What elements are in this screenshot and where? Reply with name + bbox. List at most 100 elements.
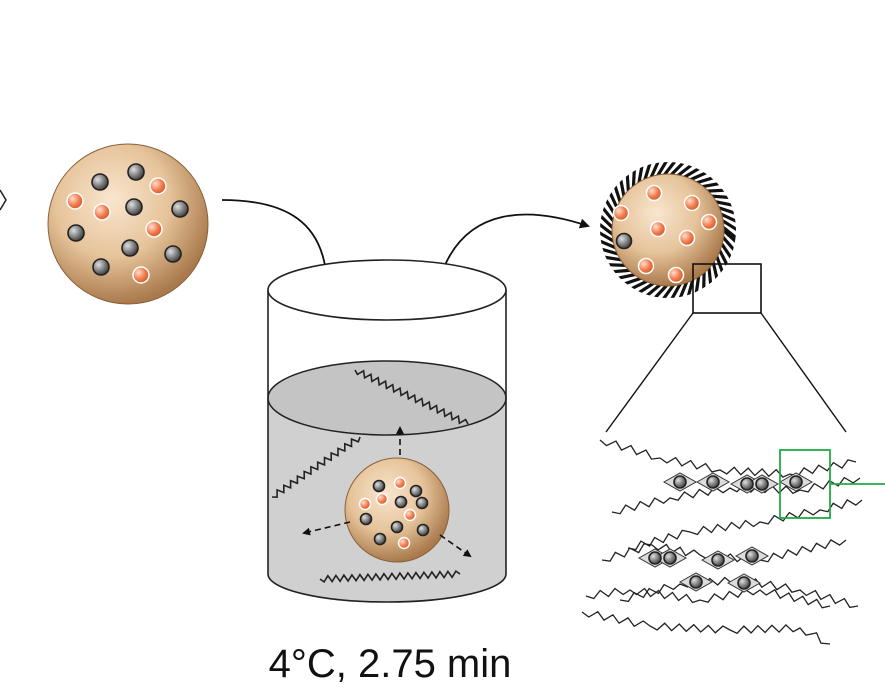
coating-hatch-line <box>689 170 709 182</box>
coating-hatch-line <box>720 242 734 260</box>
orange-ion <box>649 220 667 238</box>
coating-hatch-line <box>721 228 736 244</box>
coating-hatch-line <box>613 184 622 203</box>
polymer-chain <box>627 499 863 551</box>
gray-ion <box>706 475 720 489</box>
orange-ion <box>397 536 411 550</box>
beaker-rim <box>267 259 507 321</box>
orange-ion <box>612 204 630 222</box>
orange-ion <box>132 266 150 284</box>
coating-hatch-line <box>625 173 631 192</box>
initial-particle-ions <box>66 163 189 284</box>
orange-ion <box>66 192 84 210</box>
gray-ion <box>416 523 430 537</box>
orange-ion <box>678 229 696 247</box>
gray-ion <box>373 532 387 546</box>
orange-ion <box>683 194 701 212</box>
orange-ion <box>645 184 663 202</box>
orange-ion <box>700 213 718 231</box>
orange-ion <box>149 177 167 195</box>
coating-hatch-line <box>711 194 731 200</box>
polymer-chain <box>611 476 861 515</box>
immersed-particle <box>344 457 450 563</box>
polymer-chain <box>354 369 469 425</box>
gray-ion <box>615 232 633 250</box>
coating-hatch-line <box>600 205 615 223</box>
coating-hatch-line <box>643 162 652 181</box>
coating-hatch-line <box>669 282 682 298</box>
gray-ion <box>127 163 145 181</box>
coating-hatch-line <box>600 230 616 243</box>
coating-hatch-line <box>683 166 701 179</box>
liquid-surface <box>267 360 507 436</box>
gray-ion <box>91 173 109 191</box>
coating-hatch-line <box>669 162 686 177</box>
coating-hatch-line <box>653 283 669 298</box>
orange-ion <box>375 492 389 506</box>
coating-hatch-line <box>701 181 721 189</box>
coating-hatch-line <box>721 219 736 232</box>
coating-hatch-line <box>611 268 631 274</box>
coating-hatch-line <box>629 279 649 291</box>
orange-ion <box>145 220 163 238</box>
gray-ion <box>409 484 423 498</box>
coating-hatch-line <box>656 162 669 177</box>
edge-arrow-fragment <box>0 189 7 211</box>
orange-ion <box>93 203 111 221</box>
coating-hatch-line <box>607 263 626 267</box>
orange-ion <box>393 476 407 490</box>
gray-ion <box>689 575 703 589</box>
gray-ion <box>394 495 408 509</box>
gray-ion <box>121 239 139 257</box>
gray-ion <box>663 551 677 565</box>
coating-hatch-line <box>600 247 620 256</box>
zigzag-polymer-icon <box>581 439 863 645</box>
condition-caption: 4°C, 2.75 min <box>268 642 512 686</box>
gray-ion <box>711 553 725 567</box>
coating-hatch-line <box>649 162 661 179</box>
coating-hatch-line <box>637 281 655 295</box>
orange-ion <box>358 497 372 511</box>
gray-ion <box>673 475 687 489</box>
coating-hatch-line <box>706 188 726 193</box>
gray-ion <box>415 496 429 510</box>
coated-particle-ions <box>612 184 718 284</box>
initial-particle <box>47 143 209 305</box>
immersed-particle-ions <box>358 476 430 550</box>
coating-hatch-line <box>600 213 615 230</box>
coating-hatch-line <box>695 175 715 185</box>
coating-hatch-line <box>600 239 617 250</box>
coating-hatch-line <box>707 266 713 286</box>
coating-hatch-line <box>721 225 736 241</box>
curved-arrow-icon <box>221 199 330 274</box>
gray-ion <box>737 576 751 590</box>
coating-hatch-line <box>721 235 736 252</box>
coating-hatch-line <box>719 212 736 224</box>
coating-hatch-line <box>717 206 736 215</box>
gray-ion <box>164 245 182 263</box>
gray-ion <box>125 198 143 216</box>
coating-hatch-line <box>623 276 642 286</box>
orange-ion <box>637 257 655 275</box>
zoom-line-right <box>760 312 847 433</box>
coating-hatch-line <box>686 278 695 298</box>
gray-ion <box>67 224 85 242</box>
coating-hatch-line <box>631 168 636 188</box>
polymer-chain <box>319 569 461 584</box>
coating-hatch-line <box>644 283 662 298</box>
coating-hatch-line <box>618 178 626 198</box>
polymer-chain <box>585 587 831 609</box>
polymer-chain <box>599 439 857 478</box>
coating-hatch-line <box>608 190 619 210</box>
gray-ion <box>740 477 754 491</box>
gray-ion <box>789 475 803 489</box>
curved-arrow-icon <box>444 213 590 266</box>
beaker-polymer-chains <box>271 369 469 584</box>
coating-hatch-line <box>661 283 676 298</box>
coating-hatch-line <box>662 162 677 177</box>
coated-particle <box>600 162 736 298</box>
gray-ion <box>755 477 769 491</box>
coating-hatch-line <box>637 164 644 184</box>
orange-ion <box>403 508 417 522</box>
